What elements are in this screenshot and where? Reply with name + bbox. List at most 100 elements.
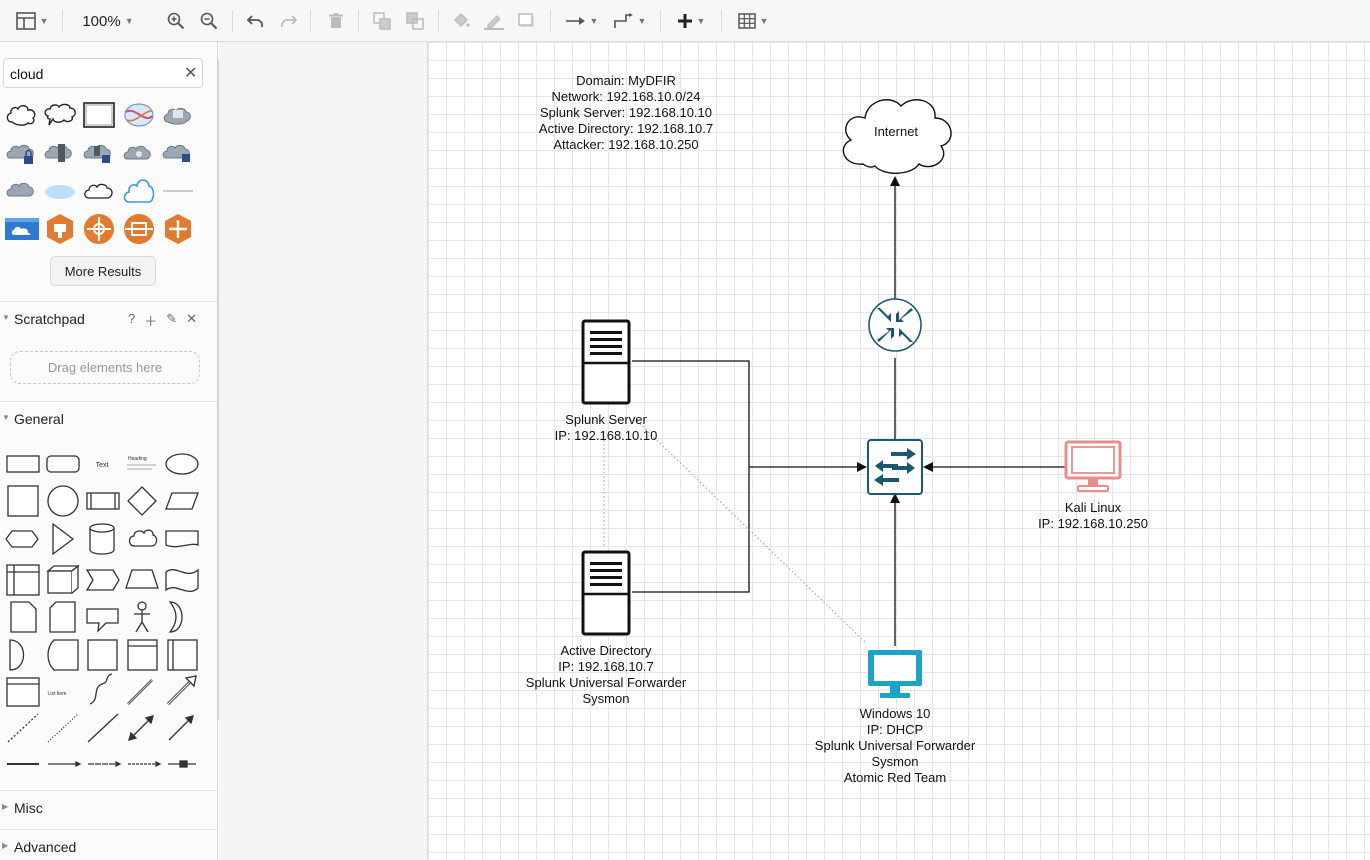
chevron-down-icon: ▼ — [589, 16, 599, 26]
elbow-connector-icon — [613, 13, 633, 28]
scratchpad-header[interactable]: ▼ Scratchpad ? ＋ ✎ ✕ — [0, 301, 217, 335]
shape-search-input[interactable] — [10, 64, 170, 84]
close-icon[interactable]: ✕ — [186, 311, 198, 326]
kali-linux-label[interactable]: Kali Linux IP: 192.168.10.250 — [993, 500, 1193, 532]
connection-style-dropdown[interactable]: ▼ — [562, 8, 602, 34]
light-blue-cloud-shape[interactable] — [42, 174, 78, 208]
to-front-button[interactable] — [370, 8, 394, 34]
cloud-lock-3-shape[interactable] — [160, 136, 196, 170]
labeled-cloud-shape[interactable] — [81, 174, 117, 208]
server-cloud-shape[interactable] — [160, 98, 196, 132]
monitor-icon — [1064, 440, 1122, 492]
cloud-lock-icon — [162, 145, 190, 162]
table-icon — [737, 13, 756, 29]
aws-box-icon — [165, 214, 191, 244]
arrow-right-icon — [565, 17, 585, 25]
cloud-shape[interactable] — [4, 98, 40, 132]
zoom-dropdown[interactable]: 100% ▼ — [76, 8, 140, 34]
more-results-button[interactable]: More Results — [50, 256, 156, 286]
plus-icon[interactable]: ＋ — [144, 314, 158, 329]
undo-button[interactable] — [243, 8, 267, 34]
scratchpad-actions: ? ＋ ✎ ✕ — [128, 311, 197, 330]
cloud-icon — [842, 99, 952, 174]
fill-color-button[interactable] — [449, 8, 473, 34]
azure-cloud-shape[interactable] — [4, 212, 40, 246]
ad-to-switch-line[interactable] — [632, 467, 750, 593]
chevron-down-icon: ▼ — [39, 16, 49, 26]
svg-text:List Item: List Item — [48, 691, 67, 697]
network-cloud-shape[interactable] — [121, 98, 157, 132]
cloud-callout-icon — [44, 103, 76, 126]
active-directory-label[interactable]: Active Directory IP: 192.168.10.7 Splunk… — [486, 643, 726, 707]
active-directory-line: Active Directory: 192.168.10.7 — [538, 121, 714, 136]
switch-node[interactable] — [867, 439, 923, 495]
splunk-server-node[interactable] — [581, 319, 631, 405]
internet-cloud[interactable]: Internet — [835, 90, 957, 176]
aws-orange-shape-3[interactable] — [121, 212, 157, 246]
windows-10-label[interactable]: Windows 10 IP: DHCP Splunk Universal For… — [775, 706, 1015, 786]
aws-orange-shape-4[interactable] — [160, 212, 196, 246]
table-dropdown[interactable]: ▼ — [733, 8, 773, 34]
cloud-server-shape[interactable] — [42, 136, 78, 170]
toolbar: ▼ 100% ▼ — [0, 0, 1370, 42]
expand-arrow-icon: ▼ — [2, 313, 10, 322]
misc-section-title: Misc — [14, 800, 43, 816]
locked-cloud-shape[interactable] — [4, 136, 40, 170]
expand-arrow-icon: ▶ — [2, 841, 9, 850]
aws-orange-shape-2[interactable] — [81, 212, 117, 246]
network-info-text[interactable]: Domain: MyDFIR Network: 192.168.10.0/24 … — [526, 73, 726, 153]
aws-orange-shape-1[interactable] — [42, 212, 78, 246]
clear-search-icon[interactable]: ✕ — [184, 65, 198, 82]
line-shape[interactable] — [160, 174, 196, 208]
redo-button[interactable] — [277, 8, 301, 34]
shadow-button[interactable] — [515, 8, 539, 34]
to-back-button[interactable] — [403, 8, 427, 34]
windows-atomic-red-team: Atomic Red Team — [843, 770, 947, 785]
format-panel-toggle-button[interactable]: ▼ — [12, 8, 52, 34]
scratchpad-drop-zone[interactable]: Drag elements here — [10, 351, 200, 384]
gray-cloud-icon — [163, 108, 191, 125]
help-icon[interactable]: ? — [128, 311, 136, 326]
toolbar-divider — [550, 10, 551, 32]
insert-dropdown[interactable]: ▼ — [671, 8, 711, 34]
ad-sysmon: Sysmon — [582, 691, 630, 706]
splunk-server-label[interactable]: Splunk Server IP: 192.168.10.10 — [506, 412, 706, 444]
cloud-rectangle-shape[interactable] — [81, 98, 117, 132]
svg-text:Heading: Heading — [128, 456, 147, 462]
zoom-in-button[interactable] — [164, 8, 188, 34]
windows-10-node[interactable] — [866, 648, 924, 700]
waypoints-dropdown[interactable]: ▼ — [610, 8, 650, 34]
blue-window-cloud-icon — [5, 218, 39, 240]
misc-section-header[interactable]: ▶ Misc — [0, 790, 217, 824]
windows-sysmon: Sysmon — [871, 754, 919, 769]
blue-outline-cloud-shape[interactable] — [121, 174, 157, 208]
zoom-out-icon — [200, 12, 218, 30]
callout-cloud-shape[interactable] — [42, 98, 78, 132]
splunk-to-switch-line[interactable] — [632, 360, 750, 467]
cloud-lock-icon — [6, 145, 34, 164]
delete-button[interactable] — [324, 8, 348, 34]
kali-ip: IP: 192.168.10.250 — [1038, 516, 1148, 531]
kali-linux-node[interactable] — [1064, 440, 1122, 494]
redo-icon — [281, 15, 298, 27]
shape-search-box: ✕ — [3, 58, 203, 88]
router-node[interactable] — [867, 297, 923, 353]
cloud-gear-shape[interactable] — [121, 136, 157, 170]
gray-cloud-icon — [6, 183, 34, 197]
connectors-layer — [603, 176, 1067, 646]
internet-label: Internet — [873, 124, 919, 139]
active-directory-server-node[interactable] — [581, 550, 631, 636]
diagram-canvas[interactable]: Domain: MyDFIR Network: 192.168.10.0/24 … — [219, 42, 1370, 860]
general-section-header[interactable]: ▼ General — [0, 401, 217, 435]
ad-ip: IP: 192.168.10.7 — [558, 659, 654, 674]
pencil-icon[interactable]: ✎ — [166, 311, 178, 326]
cloud-lock-2-shape[interactable] — [81, 136, 117, 170]
server-icon — [581, 319, 631, 405]
advanced-section-header[interactable]: ▶ Advanced — [0, 829, 217, 860]
gray-cloud-shape[interactable] — [4, 174, 40, 208]
line-color-button[interactable] — [482, 8, 506, 34]
zoom-out-button[interactable] — [197, 8, 221, 34]
general-shapes-palette[interactable]: Text Heading — [0, 442, 215, 782]
cloud-gear-icon — [123, 146, 151, 160]
